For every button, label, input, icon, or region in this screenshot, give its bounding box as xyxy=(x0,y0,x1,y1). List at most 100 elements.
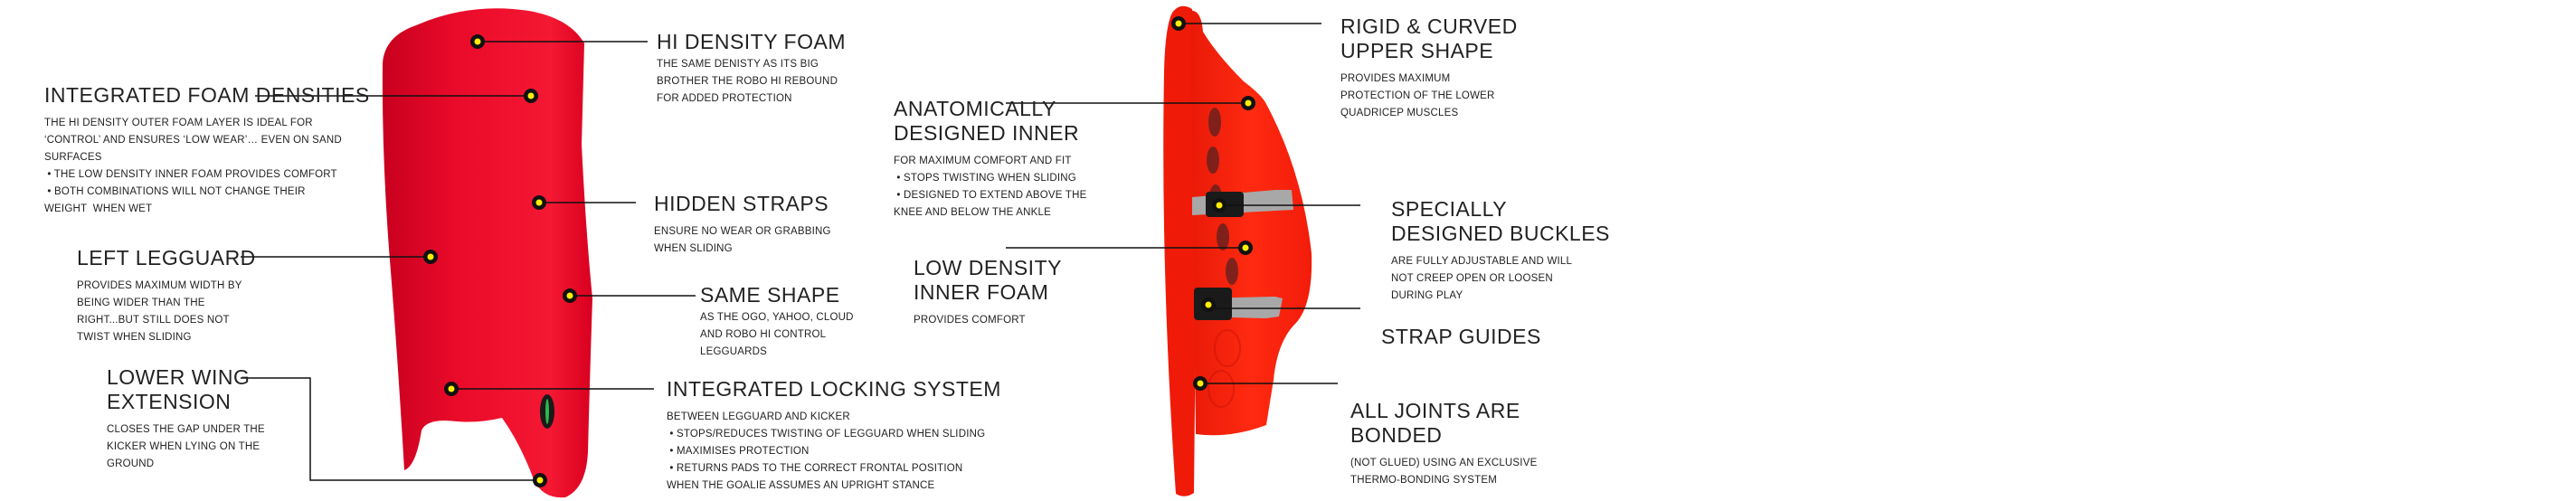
callout-description-line: THERMO-BONDING SYSTEM xyxy=(1350,475,1498,486)
callout-description-line: WHEN SLIDING xyxy=(654,243,733,254)
callout-title-line: LEFT LEGGUARD xyxy=(77,246,256,269)
leader-lines xyxy=(241,23,1360,481)
callout-title-line: HIDDEN STRAPS xyxy=(654,192,829,215)
callout-description: AS THE OGO, YAHOO, CLOUD AND ROBO HI CONT… xyxy=(700,309,854,361)
callout-description-line: • DESIGNED TO EXTEND ABOVE THE xyxy=(894,190,1087,201)
callout-description: PROVIDES MAXIMUM WIDTH BY BEING WIDER THA… xyxy=(77,278,256,346)
yellow-dot-marker-icon xyxy=(444,382,459,396)
callout-title-line: ALL JOINTS ARE xyxy=(1350,399,1520,422)
callout-description: PROVIDES COMFORT xyxy=(914,312,1062,329)
callout-description-line: FOR MAXIMUM COMFORT AND FIT xyxy=(894,156,1072,166)
callout-strap-guides: STRAP GUIDES xyxy=(1381,325,1541,349)
yellow-dot-marker-icon xyxy=(1238,241,1253,255)
leader-lower-wing xyxy=(241,377,540,481)
callout-description-line: QUADRICEP MUSCLES xyxy=(1340,108,1459,118)
callout-description-line: PROVIDES MAXIMUM xyxy=(1340,73,1451,84)
callout-hi-density-foam: HI DENSITY FOAM THE SAME DENISTY AS ITS B… xyxy=(657,30,846,108)
callout-description-line: • RETURNS PADS TO THE CORRECT FRONTAL PO… xyxy=(667,463,963,474)
callout-title-line: DESIGNED BUCKLES xyxy=(1391,222,1610,245)
callout-description-line: • STOPS/REDUCES TWISTING OF LEGGUARD WHE… xyxy=(667,429,986,440)
callout-description: THE HI DENSITY OUTER FOAM LAYER IS IDEAL… xyxy=(44,115,370,218)
callout-description-line: BROTHER THE ROBO HI REBOUND xyxy=(657,76,838,87)
yellow-dot-marker-icon xyxy=(423,250,438,264)
callout-description-line: • MAXIMISES PROTECTION xyxy=(667,446,810,457)
callout-hidden-straps: HIDDEN STRAPS ENSURE NO WEAR OR GRABBING W… xyxy=(654,192,831,258)
side-legguard-body xyxy=(1190,10,1312,436)
callout-title: SAME SHAPE xyxy=(700,283,854,307)
callout-title-line: ANATOMICALLY xyxy=(894,97,1056,120)
callout-title-line: HI DENSITY FOAM xyxy=(657,30,846,53)
callout-description-line: WEIGHT WHEN WET xyxy=(44,203,153,214)
yellow-dot-marker-icon xyxy=(563,288,577,303)
callout-title-line: INTEGRATED FOAM DENSITIES xyxy=(44,83,370,107)
callout-title-line: LOW DENSITY xyxy=(914,256,1062,279)
callout-description: ARE FULLY ADJUSTABLE AND WILL NOT CREEP O… xyxy=(1391,253,1610,305)
yellow-dot-marker-icon xyxy=(470,34,485,49)
callout-description-line: TWIST WHEN SLIDING xyxy=(77,332,192,343)
callout-same-shape: SAME SHAPE AS THE OGO, YAHOO, CLOUD AND RO… xyxy=(700,283,854,361)
callout-description-line: PROVIDES COMFORT xyxy=(914,315,1026,326)
callout-description-line: CLOSES THE GAP UNDER THE xyxy=(107,424,265,435)
yellow-dot-marker-icon xyxy=(1201,298,1216,312)
callout-description-line: DURING PLAY xyxy=(1391,290,1463,301)
callout-description-line: BETWEEN LEGGUARD AND KICKER xyxy=(667,411,850,422)
callout-title: INTEGRATED FOAM DENSITIES xyxy=(44,83,370,108)
callout-title-line: SAME SHAPE xyxy=(700,283,840,307)
callout-title-line: INTEGRATED LOCKING SYSTEM xyxy=(667,377,1001,401)
callout-title: HI DENSITY FOAM xyxy=(657,30,846,54)
callout-description-line: SURFACES xyxy=(44,152,102,163)
callout-title: HIDDEN STRAPS xyxy=(654,192,831,216)
callout-description-line: KICKER WHEN LYING ON THE xyxy=(107,441,260,452)
callout-description-line: ENSURE NO WEAR OR GRABBING xyxy=(654,226,831,237)
callout-description: ENSURE NO WEAR OR GRABBING WHEN SLIDING xyxy=(654,223,831,258)
callout-description-line: NOT CREEP OPEN OR LOOSEN xyxy=(1391,273,1553,284)
callout-description-line: (NOT GLUED) USING AN EXCLUSIVE xyxy=(1350,458,1538,468)
callout-description-line: PROVIDES MAXIMUM WIDTH BY xyxy=(77,280,242,291)
callout-integrated-locking-system: INTEGRATED LOCKING SYSTEM BETWEEN LEGGUAR… xyxy=(667,377,1001,495)
callout-description: BETWEEN LEGGUARD AND KICKER • STOPS/REDU… xyxy=(667,409,1001,495)
callout-description-line: WHEN THE GOALIE ASSUMES AN UPRIGHT STANC… xyxy=(667,480,935,491)
ventilation-holes xyxy=(1207,108,1238,285)
callout-description-line: PROTECTION OF THE LOWER xyxy=(1340,90,1495,101)
embossed-holes xyxy=(1208,329,1241,408)
logo-badge-mark xyxy=(545,399,549,424)
callout-description-line: ARE FULLY ADJUSTABLE AND WILL xyxy=(1391,256,1573,267)
callout-description-line: AND ROBO HI CONTROL xyxy=(700,329,827,340)
callout-title: LEFT LEGGUARD xyxy=(77,246,256,270)
callout-title-line: STRAP GUIDES xyxy=(1381,325,1541,348)
callout-title-line: DESIGNED INNER xyxy=(894,121,1080,145)
callout-title-line: EXTENSION xyxy=(107,390,232,413)
callout-title-line: BONDED xyxy=(1350,423,1443,447)
callout-left-legguard: LEFT LEGGUARD PROVIDES MAXIMUM WIDTH BY BE… xyxy=(77,246,256,346)
yellow-dot-marker-icon xyxy=(532,195,546,210)
yellow-dot-marker-icon xyxy=(1212,198,1226,213)
callout-description: FOR MAXIMUM COMFORT AND FIT • STOPS TWIS… xyxy=(894,153,1086,222)
callout-title-line: SPECIALLY xyxy=(1391,197,1508,221)
yellow-dot-marker-icon xyxy=(533,473,547,487)
callout-title-line: UPPER SHAPE xyxy=(1340,39,1494,62)
callout-title-line: RIGID & CURVED xyxy=(1340,14,1518,38)
yellow-dot-marker-icon xyxy=(524,89,538,103)
callout-description-line: • BOTH COMBINATIONS WILL NOT CHANGE THEI… xyxy=(44,186,306,197)
callout-description-line: KNEE AND BELOW THE ANKLE xyxy=(894,207,1051,218)
callout-description-line: AS THE OGO, YAHOO, CLOUD xyxy=(700,312,854,323)
callout-description: PROVIDES MAXIMUM PROTECTION OF THE LOWER Q… xyxy=(1340,71,1518,122)
callout-description: CLOSES THE GAP UNDER THE KICKER WHEN LYIN… xyxy=(107,421,265,473)
callout-description-line: THE SAME DENISTY AS ITS BIG xyxy=(657,59,819,70)
callout-description-line: BEING WIDER THAN THE xyxy=(77,298,205,308)
callout-description-line: GROUND xyxy=(107,458,155,469)
callout-integrated-foam-densities: INTEGRATED FOAM DENSITIES THE HI DENSITY … xyxy=(44,83,370,218)
callout-description: (NOT GLUED) USING AN EXCLUSIVE THERMO-BON… xyxy=(1350,455,1537,489)
callout-description-line: LEGGUARDS xyxy=(700,346,768,357)
callout-title: INTEGRATED LOCKING SYSTEM xyxy=(667,377,1001,402)
callout-title: STRAP GUIDES xyxy=(1381,325,1541,349)
